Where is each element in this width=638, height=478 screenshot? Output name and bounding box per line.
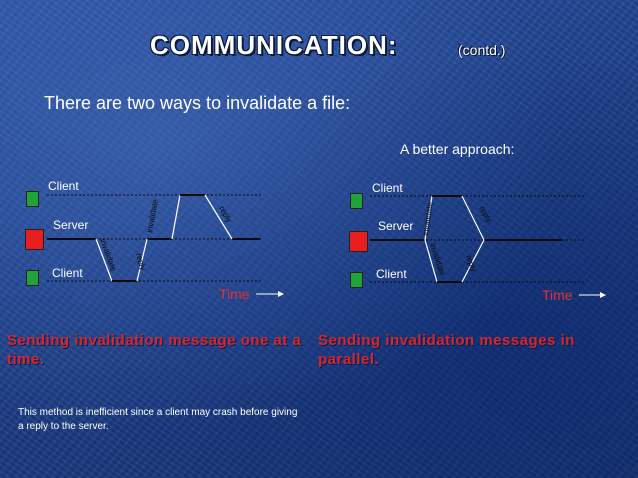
left-timing-diagram: invalidate reply invalidate reply (47, 194, 284, 297)
right-invalidate-up-arrow (424, 195, 433, 241)
left-client-top-label: Client (48, 179, 79, 193)
slide-title: COMMUNICATION: (150, 30, 398, 60)
left-invalidate-up-arrow (171, 194, 181, 240)
right-timing-diagram: invalidate reply invalidate reply (370, 195, 606, 298)
left-client-bottom-icon (26, 270, 39, 286)
left-msg-invalidate-down: invalidate (98, 238, 118, 273)
left-msg-invalidate-up: invalidate (145, 198, 160, 233)
inefficiency-note: This method is inefficient since a clien… (18, 407, 298, 432)
right-reply-up-arrow (461, 195, 485, 241)
right-msg-reply-up: reply (477, 205, 493, 225)
left-time-label: Time (219, 286, 250, 302)
left-client-bottom-label: Client (52, 266, 83, 280)
right-client-top-label: Client (372, 181, 403, 195)
right-msg-reply-down: reply (464, 254, 478, 273)
right-time-label: Time (542, 287, 573, 303)
left-msg-reply-down: reply (134, 252, 147, 271)
left-reply-down-arrow (136, 238, 148, 282)
right-server-label: Server (378, 219, 414, 233)
left-server-icon (25, 229, 44, 250)
left-invalidate-down-arrow (95, 238, 113, 282)
right-client-bottom-label: Client (376, 267, 407, 281)
better-approach-label: A better approach: (400, 141, 515, 157)
left-msg-reply-up: reply (217, 205, 233, 225)
left-caption: Sending invalidation message one at a ti… (7, 332, 302, 368)
right-client-bottom-icon (350, 272, 363, 288)
right-invalidate-down-arrow (424, 239, 438, 283)
right-client-top-icon (350, 193, 363, 209)
right-caption: Sending invalidation messages in paralle… (318, 332, 575, 368)
right-msg-invalidate-up: invalidate (421, 201, 435, 236)
left-time-arrowhead (278, 291, 284, 297)
left-client-top-icon (26, 191, 39, 207)
right-server-icon (349, 231, 368, 252)
left-reply-up-arrow (204, 194, 233, 240)
right-reply-down-arrow (461, 239, 485, 283)
bullet-text: There are two ways to invalidate a file: (44, 93, 351, 113)
slide-subtitle: (contd.) (458, 42, 506, 58)
right-time-arrowhead (600, 292, 606, 298)
left-server-label: Server (53, 218, 89, 232)
